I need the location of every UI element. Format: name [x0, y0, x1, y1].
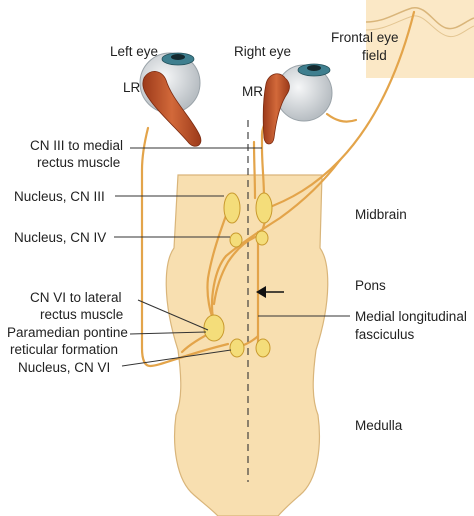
frontal-eye-field-label-2: field: [362, 48, 387, 63]
pons-label: Pons: [355, 278, 386, 293]
brainstem: [165, 174, 329, 516]
mlf-label: Medial longitudinal: [355, 309, 467, 324]
nucleus-cn4-left: [229, 232, 243, 248]
medial-rectus-muscle: [262, 73, 290, 145]
right-eye-label: Right eye: [234, 44, 291, 59]
frontal-cortex: [365, 0, 474, 78]
cn6-lateral-label: CN VI to lateral: [30, 290, 122, 305]
cn6-lateral-label-2: rectus muscle: [40, 307, 123, 322]
nucleus-cn4-right: [255, 230, 269, 246]
nucleus-cn6-label: Nucleus, CN VI: [18, 360, 110, 375]
cn3-medial-label-2: rectus muscle: [37, 155, 120, 170]
lr-label: LR: [123, 80, 141, 95]
nucleus-cn6-left: [229, 338, 245, 358]
nerve-pathways: [140, 10, 416, 368]
left-eye-label: Left eye: [110, 44, 158, 59]
nucleus-cn3-left: [223, 192, 241, 224]
lateral-rectus-muscle: [142, 71, 202, 147]
nucleus-cn3-label: Nucleus, CN III: [14, 189, 105, 204]
nucleus-cn6-right: [255, 338, 271, 358]
cn3-medial-label: CN III to medial: [30, 138, 123, 153]
nucleus-cn3-right: [255, 192, 273, 224]
pprf: [203, 314, 225, 342]
nucleus-cn4-label: Nucleus, CN IV: [14, 230, 106, 245]
pprf-label: Paramedian pontine: [7, 325, 128, 340]
mlf-arrow: [256, 286, 284, 298]
mlf-label-2: fasciculus: [355, 327, 415, 342]
medulla-label: Medulla: [355, 418, 403, 433]
pprf-label-2: reticular formation: [10, 342, 118, 357]
labels: Left eye Right eye Frontal eye field LR …: [7, 30, 467, 433]
mr-label: MR: [242, 84, 263, 99]
frontal-eye-field-label: Frontal eye: [331, 30, 399, 45]
midbrain-label: Midbrain: [355, 207, 407, 222]
nuclei: [203, 192, 273, 358]
leader-lines: [114, 147, 350, 367]
